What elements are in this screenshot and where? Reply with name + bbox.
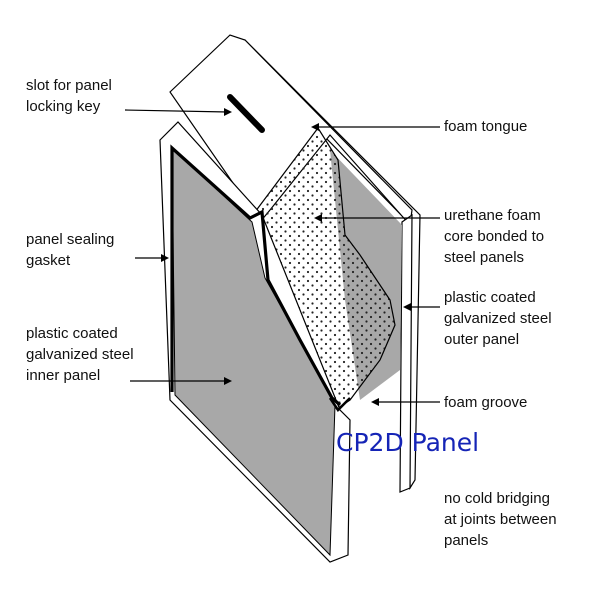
leader-lines	[124, 109, 440, 403]
label-slot: slot for panel locking key	[26, 77, 112, 115]
label-foam-groove: foam groove	[444, 394, 528, 411]
label-outer-panel: plastic coated galvanized steel outer pa…	[444, 289, 552, 348]
arrow-heads	[161, 108, 411, 406]
label-sealing-gasket: panel sealing gasket	[26, 231, 115, 269]
label-cold-bridging: no cold bridging at joints between panel…	[444, 490, 557, 549]
label-foam-tongue: foam tongue	[444, 118, 528, 135]
label-urethane-core: urethane foam core bonded to steel panel…	[444, 207, 545, 266]
panel-sealing-gasket	[170, 144, 342, 407]
foam-groove-notch	[328, 397, 351, 412]
diagram-title: CP2D Panel	[336, 428, 480, 457]
locking-key-slot	[227, 94, 265, 133]
label-inner-panel: plastic coated galvanized steel inner pa…	[26, 325, 134, 384]
arrow-slot	[124, 109, 229, 113]
